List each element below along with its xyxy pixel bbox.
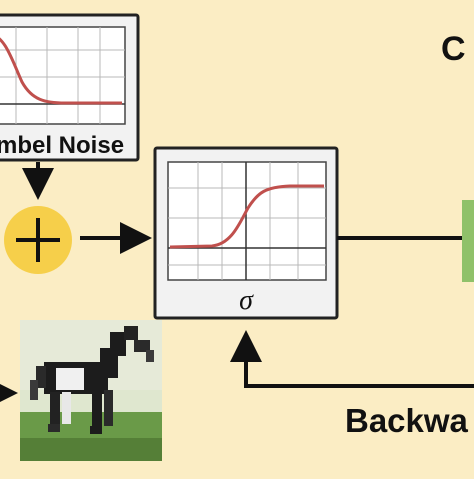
sigmoid-plot-grid xyxy=(168,162,326,280)
noise-block: mbel Noise xyxy=(0,13,140,162)
title-fragment: C xyxy=(441,30,466,68)
horse-figure xyxy=(30,326,154,434)
horse-image-grass-dark xyxy=(20,438,162,461)
backward-path xyxy=(230,330,474,388)
noise-plot-area xyxy=(0,26,126,125)
sigmoid-block-label: σ xyxy=(239,285,254,316)
plus-icon xyxy=(16,218,60,262)
adder-node xyxy=(4,206,72,274)
noise-plot-grid xyxy=(0,27,125,124)
noise-curve xyxy=(0,37,122,105)
noise-block-label: mbel Noise xyxy=(0,132,124,159)
sigmoid-curve xyxy=(169,184,324,249)
horse-image xyxy=(20,320,162,461)
green-block xyxy=(462,200,474,282)
sigmoid-block: σ xyxy=(153,146,339,320)
sigmoid-plot-area xyxy=(167,161,327,281)
backward-label: Backwa xyxy=(345,402,469,439)
